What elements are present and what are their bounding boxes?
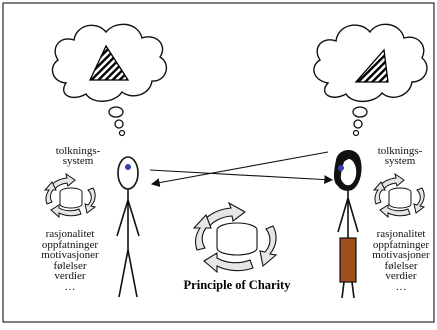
leg	[341, 281, 345, 299]
eye	[338, 165, 344, 171]
dress	[339, 237, 357, 283]
list-item: rasjonalitet	[45, 228, 95, 240]
left-stick-figure	[116, 156, 140, 298]
list-item: rasjonalitet	[376, 228, 426, 240]
thought-dot	[353, 119, 363, 129]
arm	[116, 199, 129, 237]
list-item: …	[395, 280, 407, 293]
list-item: oppfatninger	[372, 238, 430, 251]
right-interpretation-cycle	[372, 172, 426, 219]
list-item: følelser	[384, 259, 418, 272]
leg	[127, 249, 138, 298]
right-system-label-line2: system	[384, 155, 416, 167]
list-item: følelser	[53, 259, 87, 272]
left-system-label-line2: system	[62, 155, 94, 167]
hatched-triangle-shape	[88, 44, 130, 81]
left-interpretation-cycle	[43, 172, 97, 219]
leg	[351, 281, 355, 299]
left-system-label: tolknings- system	[50, 145, 106, 167]
left-system-label-line1: tolknings-	[55, 145, 101, 157]
right-system-label-line1: tolknings-	[377, 145, 423, 157]
list-item: …	[64, 280, 76, 293]
list-item: verdier	[385, 270, 417, 283]
left-thought-bubble	[51, 23, 168, 137]
list-item: oppfatninger	[41, 238, 99, 251]
frame-border	[2, 2, 435, 323]
right-attribute-list: rasjonalitet oppfatninger motivasjoner f…	[368, 229, 434, 293]
arm	[337, 197, 349, 233]
center-charity-cycle	[192, 201, 278, 274]
leg	[118, 249, 129, 298]
arm	[127, 199, 140, 237]
communication-arrows	[149, 151, 334, 187]
head	[117, 156, 139, 190]
eye	[125, 164, 131, 170]
left-attribute-list: rasjonalitet oppfatninger motivasjoner f…	[38, 229, 102, 293]
hair-front	[336, 152, 358, 184]
list-item: motivasjoner	[41, 249, 99, 262]
thought-dot	[114, 119, 124, 129]
right-woman-figure	[334, 149, 362, 299]
principle-of-charity-caption: Principle of Charity	[183, 278, 291, 292]
right-thought-bubble	[313, 23, 428, 137]
list-item: verdier	[54, 270, 86, 283]
list-item: motivasjoner	[372, 249, 430, 262]
thought-dot	[352, 129, 360, 137]
thought-dot	[352, 106, 368, 118]
arrow-right-to-left	[150, 151, 329, 187]
thought-dot	[118, 129, 126, 137]
hatched-triangle-shape	[354, 48, 389, 83]
arrow-left-to-right	[149, 169, 334, 184]
right-system-label: tolknings- system	[370, 145, 430, 167]
thought-dot	[108, 106, 124, 118]
arm	[347, 197, 359, 233]
